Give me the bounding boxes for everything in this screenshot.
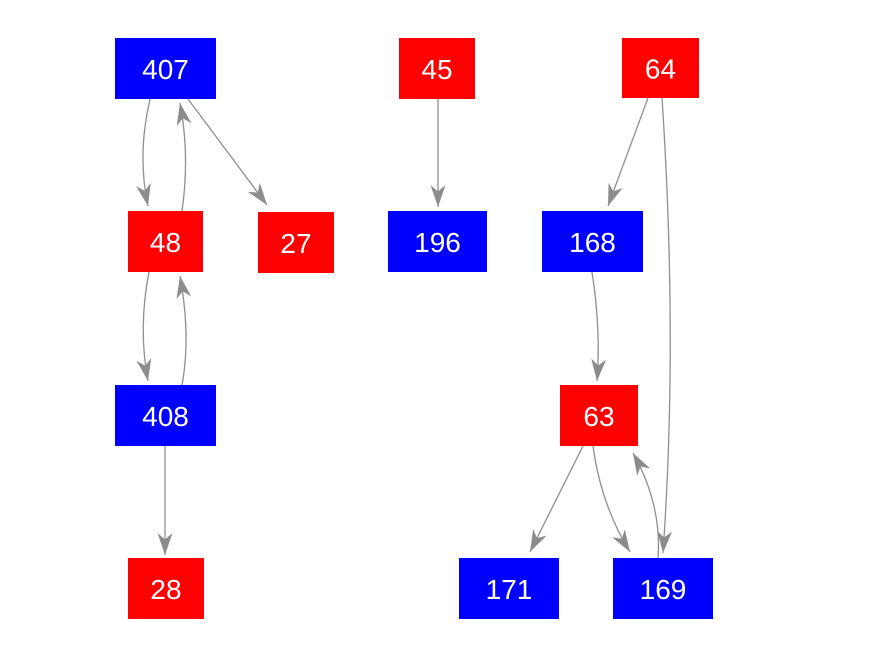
node-rect <box>399 38 475 99</box>
edge-408-to-48 <box>176 275 192 386</box>
edges-layer <box>136 97 673 559</box>
node-label: 169 <box>640 574 687 605</box>
node-63: 63 <box>560 385 638 446</box>
node-168: 168 <box>542 211 643 272</box>
node-45: 45 <box>399 38 475 99</box>
node-171: 171 <box>459 558 559 619</box>
node-rect <box>115 385 216 446</box>
node-408: 408 <box>115 385 216 446</box>
node-label: 63 <box>583 401 614 432</box>
node-rect <box>613 558 713 619</box>
edge-64-to-169 <box>657 97 673 554</box>
node-label: 48 <box>150 227 181 258</box>
node-label: 28 <box>150 574 181 605</box>
node-64: 64 <box>622 38 699 98</box>
node-rect <box>128 558 204 619</box>
edge-63-to-169 <box>592 445 631 553</box>
node-label: 64 <box>645 54 676 85</box>
node-169: 169 <box>613 558 713 619</box>
nodes-layer: 407 45 64 48 27 196 168 408 63 28 171 169 <box>115 38 713 619</box>
edge-63-to-171 <box>529 445 584 553</box>
node-label: 45 <box>421 54 452 85</box>
edge-169-to-63 <box>632 452 660 559</box>
node-rect <box>258 212 334 273</box>
edge-407-to-48 <box>136 98 151 207</box>
node-rect <box>128 211 203 272</box>
node-27: 27 <box>258 212 334 273</box>
node-rect <box>542 211 643 272</box>
edge-64-to-168 <box>607 97 649 207</box>
node-407: 407 <box>115 38 216 99</box>
edge-168-to-63 <box>591 271 607 382</box>
node-label: 196 <box>414 227 461 258</box>
edge-407-to-27 <box>187 98 268 206</box>
node-label: 407 <box>142 54 189 85</box>
node-label: 408 <box>142 401 189 432</box>
node-rect <box>388 211 487 272</box>
node-196: 196 <box>388 211 487 272</box>
node-rect <box>459 558 559 619</box>
edge-48-to-408 <box>136 271 152 382</box>
node-rect <box>115 38 216 99</box>
node-48: 48 <box>128 211 203 272</box>
edge-48-to-407 <box>176 102 192 212</box>
node-label: 27 <box>280 228 311 259</box>
node-label: 171 <box>486 574 533 605</box>
node-label: 168 <box>569 227 616 258</box>
node-28: 28 <box>128 558 204 619</box>
node-rect <box>560 385 638 446</box>
node-rect <box>622 38 699 98</box>
